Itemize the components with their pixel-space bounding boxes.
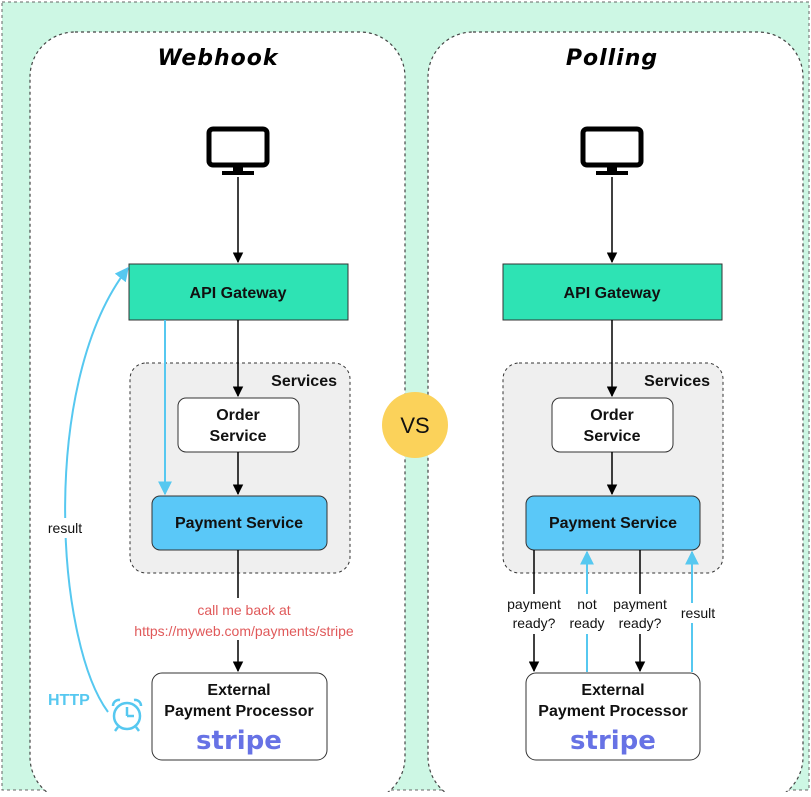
not-ready-label-line-2: ready — [569, 615, 604, 631]
external-processor-box — [525, 672, 701, 761]
order-service-label-line-2: Service — [210, 428, 267, 445]
poll-label-2-line-1: payment — [613, 596, 667, 612]
callback-note-line-2: https://myweb.com/payments/stripe — [134, 623, 354, 639]
order-service-label-line-2: Service — [584, 428, 641, 445]
webhook-panel: Webhook API Gateway Services Order Servi… — [29, 31, 406, 797]
external-processor-label-line-1: External — [207, 682, 270, 699]
callback-note-line-1: call me back at — [197, 602, 290, 618]
api-gateway-box — [502, 263, 723, 321]
payment-service-label: Payment Service — [549, 515, 677, 532]
not-ready-label-line-1: not — [577, 596, 597, 612]
result-curve-arrow — [64, 266, 129, 713]
payment-service-label: Payment Service — [175, 515, 303, 532]
result-label: result — [48, 520, 82, 536]
order-service-label-line-1: Order — [216, 407, 260, 424]
vs-circle — [382, 392, 448, 458]
alarm-clock-icon — [111, 698, 143, 732]
payment-service-box — [525, 495, 701, 551]
polling-title: Polling — [566, 46, 658, 71]
not-ready-label-bg — [567, 594, 607, 634]
result-label-bg — [42, 518, 88, 538]
external-processor-label-line-2: Payment Processor — [538, 703, 687, 720]
api-gateway-label: API Gateway — [564, 285, 661, 302]
api-gateway-label: API Gateway — [190, 285, 287, 302]
result-label-bg — [676, 603, 720, 623]
webhook-title: Webhook — [157, 46, 278, 71]
callback-note-bg — [124, 598, 364, 640]
stripe-logo: stripe — [570, 726, 656, 756]
poll-label-1-line-1: payment — [507, 596, 561, 612]
poll-label-1-line-2: ready? — [513, 615, 556, 631]
vs-badge: VS — [382, 392, 448, 458]
vs-label: VS — [400, 413, 429, 438]
api-gateway-box — [128, 263, 349, 321]
payment-service-box — [151, 495, 328, 551]
polling-panel: Polling API Gateway Services Order Servi… — [427, 31, 804, 797]
external-processor-box — [151, 672, 328, 761]
services-label: Services — [271, 373, 337, 390]
poll-label-1-bg — [502, 594, 566, 634]
external-processor-label-line-2: Payment Processor — [164, 703, 313, 720]
external-processor-label-line-1: External — [581, 682, 644, 699]
poll-label-2-bg — [608, 594, 672, 634]
order-service-label-line-1: Order — [590, 407, 634, 424]
result-label: result — [681, 605, 715, 621]
services-label: Services — [644, 373, 710, 390]
stripe-logo: stripe — [196, 726, 282, 756]
poll-label-2-line-2: ready? — [619, 615, 662, 631]
monitor-icon — [206, 126, 270, 175]
http-label: HTTP — [48, 692, 90, 709]
monitor-icon — [580, 126, 644, 175]
